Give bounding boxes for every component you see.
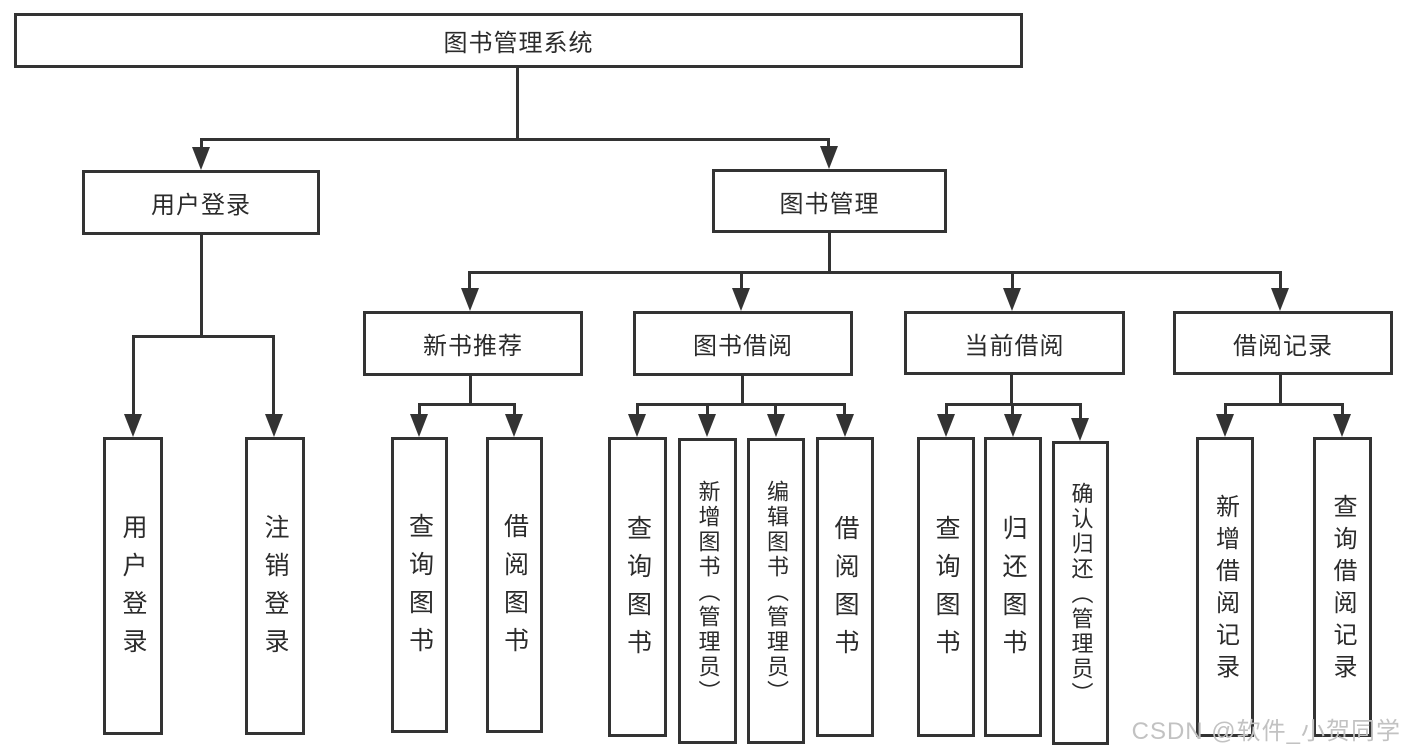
arrow-down-icon: [698, 414, 716, 437]
connector-line: [636, 403, 639, 417]
arrow-down-icon: [461, 288, 479, 311]
connector-line: [200, 235, 203, 337]
leaf-edit-book-admin-label: 编辑图书（管理员）: [764, 479, 789, 705]
connector-line: [418, 403, 516, 406]
arrow-down-icon: [732, 288, 750, 311]
leaf-query-borrow-record: 查询借阅记录: [1313, 437, 1372, 737]
leaf-return-book: 归还图书: [984, 437, 1042, 737]
leaf-edit-book-admin: 编辑图书（管理员）: [747, 438, 805, 744]
connector-line: [706, 403, 709, 417]
leaf-recommend-borrow-book: 借阅图书: [486, 437, 543, 733]
arrow-down-icon: [836, 414, 854, 437]
connector-line: [1224, 403, 1343, 406]
connector-line: [636, 403, 846, 406]
node-current-borrow-label: 当前借阅: [964, 332, 1065, 360]
connector-line: [827, 138, 830, 152]
arrow-down-icon: [1216, 414, 1234, 437]
connector-line: [200, 138, 203, 152]
node-root-label: 图书管理系统: [443, 30, 594, 57]
connector-line: [843, 403, 846, 417]
node-new-book-recommend: 新书推荐: [363, 311, 583, 376]
connector-line: [469, 376, 472, 406]
connector-line: [1010, 375, 1013, 406]
connector-line: [513, 403, 516, 417]
leaf-current-query-book: 查询图书: [917, 437, 975, 737]
leaf-return-book-label: 归还图书: [999, 515, 1027, 667]
leaf-recommend-query-book: 查询图书: [391, 437, 448, 733]
arrow-down-icon: [1004, 414, 1022, 437]
leaf-user-login: 用户登录: [103, 437, 163, 735]
csdn-watermark: CSDN @软件_小贺同学: [1131, 718, 1401, 745]
connector-line: [741, 376, 744, 406]
leaf-recommend-borrow-book-label: 借阅图书: [500, 513, 529, 665]
arrow-down-icon: [1333, 414, 1351, 437]
arrow-down-icon: [937, 414, 955, 437]
leaf-confirm-return-admin-label: 确认归还（管理员）: [1068, 481, 1094, 707]
connector-line: [468, 271, 1281, 274]
arrow-down-icon: [1071, 418, 1089, 441]
leaf-logout: 注销登录: [245, 437, 305, 735]
leaf-add-borrow-record-label: 新增借阅记录: [1211, 493, 1239, 686]
connector-line: [1279, 271, 1282, 289]
connector-line: [828, 233, 831, 274]
leaf-add-book-admin-label: 新增图书（管理员）: [695, 479, 721, 705]
node-new-book-recommend-label: 新书推荐: [423, 333, 523, 360]
leaf-borrow-borrow-book: 借阅图书: [816, 437, 874, 737]
connector-line: [1224, 403, 1227, 417]
arrow-down-icon: [820, 146, 838, 169]
leaf-logout-label: 注销登录: [261, 514, 289, 666]
connector-line: [132, 335, 135, 417]
node-user-login: 用户登录: [82, 170, 320, 235]
arrow-down-icon: [505, 414, 523, 437]
leaf-query-borrow-record-label: 查询借阅记录: [1329, 493, 1356, 686]
node-user-login-label: 用户登录: [151, 192, 251, 219]
connector-line: [1079, 403, 1082, 420]
connector-line: [945, 403, 948, 417]
connector-line: [468, 271, 471, 289]
node-root: 图书管理系统: [14, 13, 1023, 68]
connector-line: [740, 271, 743, 289]
arrow-down-icon: [124, 414, 142, 437]
node-book-borrow-label: 图书借阅: [693, 333, 793, 360]
node-borrow-record: 借阅记录: [1173, 311, 1393, 375]
leaf-user-login-label: 用户登录: [119, 514, 147, 666]
arrow-down-icon: [192, 147, 210, 170]
node-current-borrow: 当前借阅: [904, 311, 1125, 375]
connector-line: [418, 403, 421, 417]
arrow-down-icon: [628, 414, 646, 437]
leaf-recommend-query-book-label: 查询图书: [405, 513, 434, 665]
connector-line: [1341, 403, 1344, 417]
arrow-down-icon: [767, 414, 785, 437]
leaf-add-borrow-record: 新增借阅记录: [1196, 437, 1254, 737]
leaf-borrow-borrow-book-label: 借阅图书: [831, 515, 859, 667]
node-book-borrow: 图书借阅: [633, 311, 853, 376]
leaf-borrow-query-book-label: 查询图书: [623, 515, 652, 667]
arrow-down-icon: [265, 414, 283, 437]
leaf-borrow-query-book: 查询图书: [608, 437, 667, 737]
connector-line: [272, 335, 275, 417]
connector-line: [132, 335, 275, 338]
arrow-down-icon: [1271, 288, 1289, 311]
leaf-confirm-return-admin: 确认归还（管理员）: [1052, 441, 1109, 745]
node-borrow-record-label: 借阅记录: [1233, 332, 1333, 360]
arrow-down-icon: [1003, 288, 1021, 311]
node-book-management: 图书管理: [712, 169, 947, 233]
leaf-add-book-admin: 新增图书（管理员）: [678, 438, 737, 744]
connector-line: [774, 403, 777, 417]
connector-line: [1011, 403, 1014, 417]
connector-line: [516, 68, 519, 138]
leaf-current-query-book-label: 查询图书: [932, 515, 960, 667]
node-book-management-label: 图书管理: [779, 190, 880, 218]
connector-line: [1011, 271, 1014, 289]
connector-line: [1279, 375, 1282, 406]
connector-line: [200, 138, 830, 141]
arrow-down-icon: [410, 414, 428, 437]
